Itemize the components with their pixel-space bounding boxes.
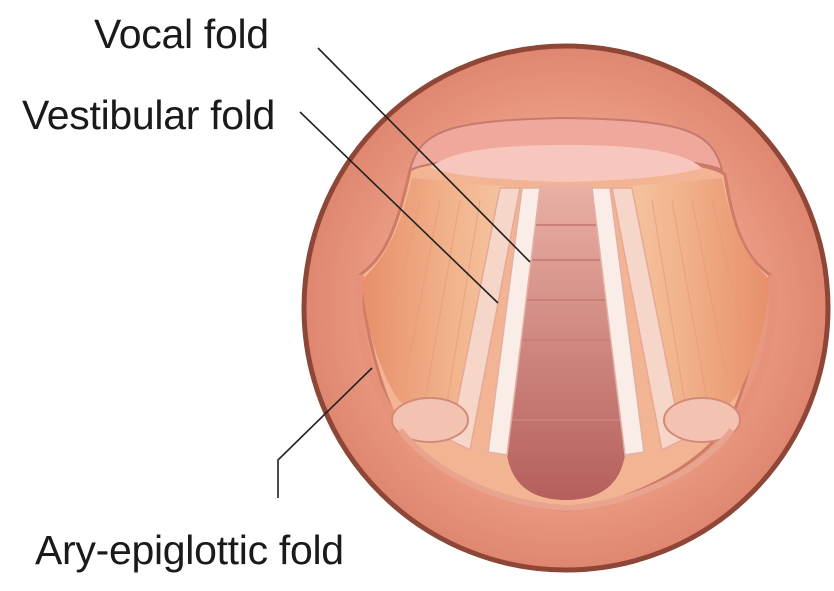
leader-lines: [277, 47, 531, 498]
vestibular-fold-left: [449, 187, 521, 452]
leader-vestibular-fold: [299, 111, 499, 304]
aryepiglottic-rim-left: [354, 274, 404, 428]
ary-epiglottic-fold-label: Ary-epiglottic fold: [35, 527, 344, 573]
vocal-fold-left: [487, 187, 541, 456]
muscle-striations: [384, 199, 748, 416]
arytenoid-right: [663, 397, 741, 443]
vocal-fold-right: [591, 187, 645, 456]
posterior-rim: [397, 428, 735, 512]
arytenoid-left: [391, 397, 469, 443]
leader-ary-epiglottic-fold: [277, 367, 373, 498]
epiglottis-inner: [430, 145, 702, 182]
tracheal-rings: [512, 224, 620, 421]
vestibular-fold-label: Vestibular fold: [22, 92, 276, 138]
vocal-fold-label: Vocal fold: [94, 11, 269, 57]
leader-vocal-fold: [317, 47, 531, 263]
aryepiglottic-rim-right: [728, 274, 778, 428]
vestibular-fold-right: [611, 187, 683, 452]
trachea: [507, 185, 625, 500]
